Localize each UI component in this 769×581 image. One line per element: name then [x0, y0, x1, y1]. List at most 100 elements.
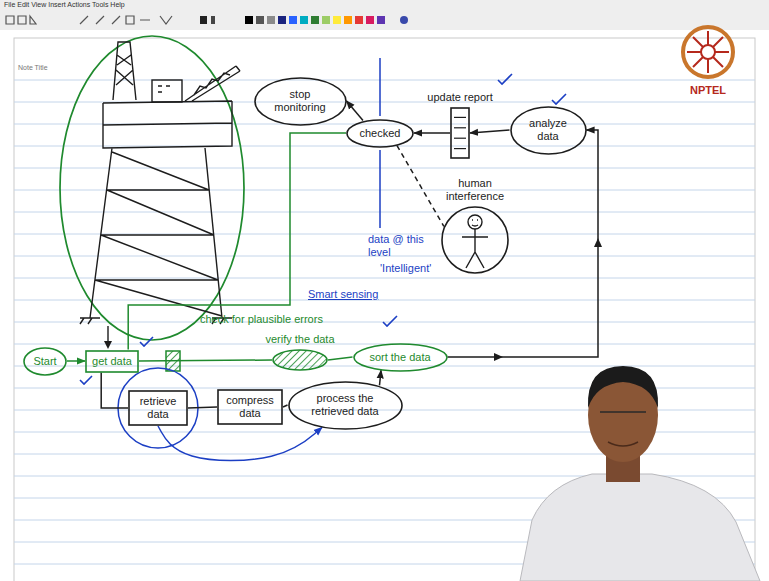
node-text: compress data	[224, 394, 276, 420]
connector	[347, 101, 364, 120]
palette-swatch	[267, 16, 275, 24]
tool-bold	[200, 16, 207, 24]
figure-head	[468, 215, 482, 229]
palette-swatch	[278, 16, 286, 24]
nptel-logo	[683, 27, 733, 77]
palette-swatch	[311, 16, 319, 24]
node-outline	[450, 107, 470, 159]
connector	[283, 405, 288, 407]
node-text: Start	[33, 355, 56, 368]
node-outline	[272, 349, 328, 371]
node-text: get data	[92, 355, 132, 368]
ellipse-outline	[255, 78, 346, 125]
palette-swatch	[355, 16, 363, 24]
palette-swatch	[300, 16, 308, 24]
presenter-shirt	[520, 474, 760, 581]
stick-figure	[462, 215, 488, 268]
node-text: stop monitoring	[270, 88, 330, 114]
process-box: retrieve data	[128, 390, 188, 426]
ellipse-outline	[511, 107, 586, 154]
ellipse-outline	[354, 344, 447, 371]
menu-bar-text: File Edit View Insert Actions Tools Help	[4, 1, 125, 9]
connector	[470, 130, 510, 133]
report-line	[454, 148, 466, 149]
palette-swatch	[344, 16, 352, 24]
presenter-glasses	[600, 411, 646, 413]
presenter	[520, 366, 760, 581]
node-text: verify the data	[265, 333, 334, 346]
verify-ellipse: verify the data	[264, 333, 336, 371]
offshore-platform	[80, 42, 240, 324]
palette-swatch	[366, 16, 374, 24]
figure-body	[462, 220, 488, 268]
process-ellipse: process the retrieved data	[288, 381, 403, 430]
logo-center	[701, 45, 715, 59]
rect-outline	[451, 108, 469, 158]
ellipse-outline	[273, 350, 327, 370]
process-box: compress data	[217, 389, 283, 425]
platform-module	[152, 80, 182, 102]
connector	[101, 373, 128, 409]
annotation: check for plausible errors	[200, 313, 323, 326]
platform-arrowhead	[104, 341, 112, 349]
connector	[414, 132, 450, 134]
palette-swatch	[322, 16, 330, 24]
logo-ring	[683, 27, 733, 77]
palette-swatch	[289, 16, 297, 24]
process-ellipse: analyze data	[510, 106, 587, 155]
process-box: get data	[85, 350, 139, 373]
toolbar-band	[0, 0, 769, 30]
module-windows	[158, 86, 170, 92]
start-terminal: Start	[23, 347, 67, 376]
level-divider	[379, 58, 381, 228]
annotation: 'Intelligent'	[380, 262, 431, 275]
presenter-mouth	[608, 442, 638, 446]
presenter-hair	[588, 366, 658, 408]
ellipse-outline	[289, 382, 402, 429]
logo-text: NPTEL	[690, 84, 726, 97]
report-line	[454, 138, 466, 139]
logo-spokes	[687, 31, 729, 73]
palette-swatch	[256, 16, 264, 24]
annotation: data @ this level	[368, 233, 432, 259]
connector	[448, 130, 599, 357]
report-sheet: update report	[426, 91, 494, 159]
connector	[397, 146, 444, 227]
connector	[188, 407, 217, 408]
note-title: Note Title	[18, 64, 48, 72]
connector	[67, 360, 85, 362]
platform-arrow	[107, 326, 108, 342]
annotation: Smart sensing	[308, 288, 378, 301]
circle-outline	[442, 207, 508, 273]
rect-outline	[218, 390, 282, 424]
node-outline	[441, 206, 509, 274]
node-text: process the retrieved data	[307, 392, 383, 418]
ellipse-outline	[24, 348, 66, 375]
rect-outline	[86, 351, 138, 372]
connector	[128, 133, 346, 350]
toolbar-icons	[6, 16, 172, 24]
node-text: checked	[360, 127, 401, 140]
check-marks	[80, 74, 566, 384]
palette-swatch	[377, 16, 385, 24]
rect-outline	[129, 391, 187, 425]
decision-ellipse: checked	[346, 119, 414, 148]
palette-swatch	[245, 16, 253, 24]
palette-dot	[400, 16, 408, 24]
report-line	[454, 127, 466, 128]
node-text: update report	[427, 91, 492, 104]
connector	[158, 426, 322, 461]
tool-italic	[211, 16, 215, 24]
node-text: sort the data	[369, 351, 430, 364]
node-text: retrieve data	[135, 395, 181, 421]
connector	[139, 360, 272, 361]
node-text: analyze data	[524, 117, 572, 143]
terminal-ellipse: stop monitoring	[254, 77, 347, 126]
ellipse-outline	[347, 120, 413, 147]
connector	[380, 370, 382, 385]
